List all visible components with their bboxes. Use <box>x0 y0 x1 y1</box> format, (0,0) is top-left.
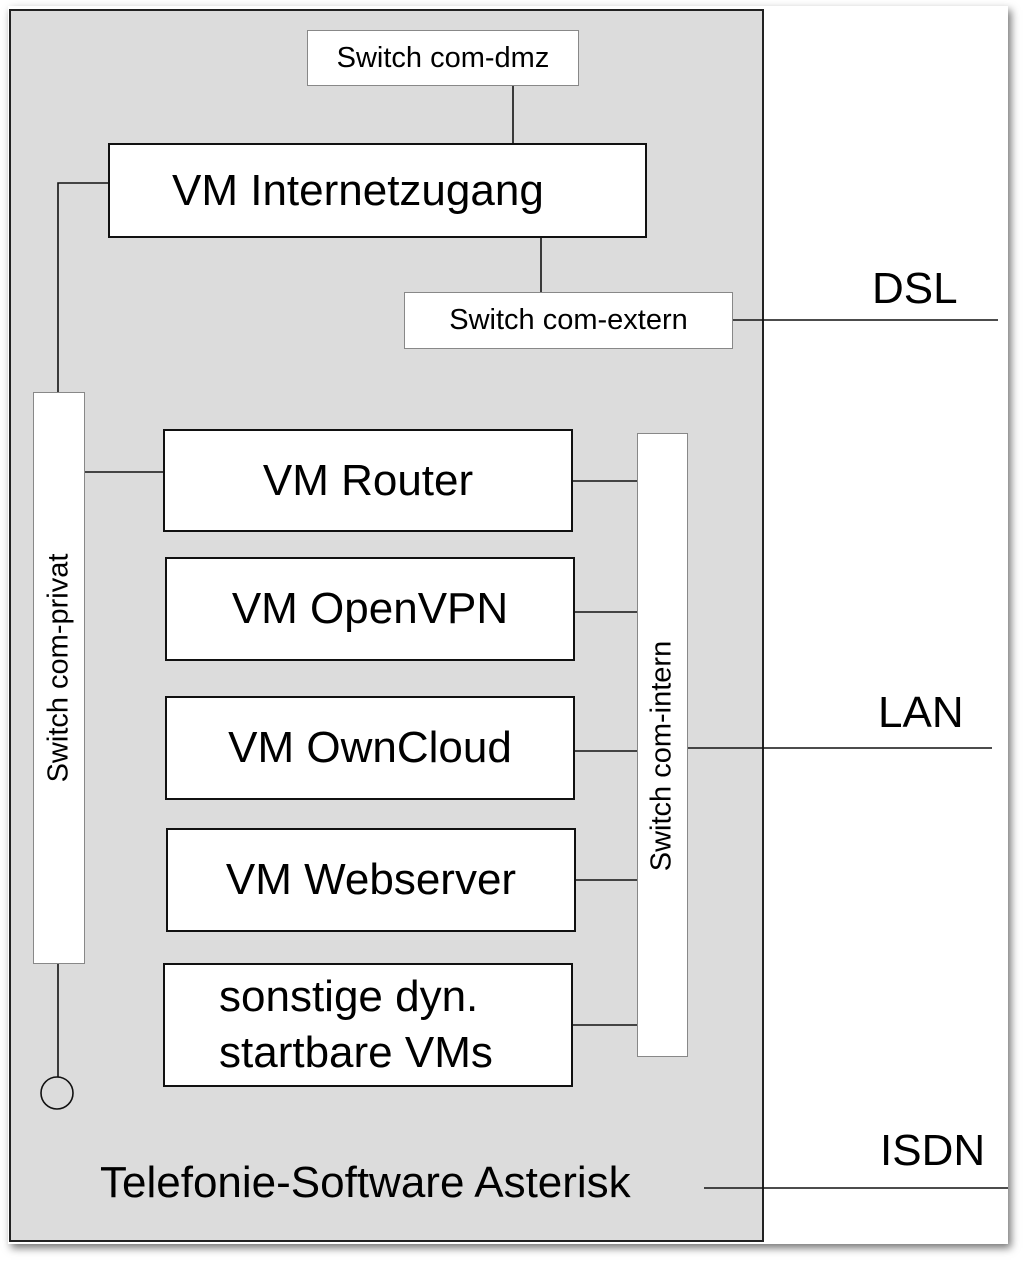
vm-openvpn: VM OpenVPN <box>165 557 575 661</box>
line-internet-privat <box>57 182 108 392</box>
switch-com-extern: Switch com-extern <box>404 292 733 349</box>
switch-com-dmz-label: Switch com-dmz <box>336 41 550 74</box>
vm-internetzugang: VM Internetzugang <box>108 143 647 238</box>
switch-com-intern-label: Switch com-intern <box>645 640 678 872</box>
switch-com-extern-label: Switch com-extern <box>449 304 688 336</box>
switch-com-intern <box>637 433 688 1057</box>
vm-sonstige-label-line1: sonstige dyn. <box>219 972 479 1021</box>
asterisk-label: Telefonie-Software Asterisk <box>100 1158 631 1207</box>
isdn-label: ISDN <box>880 1126 986 1175</box>
switch-com-privat <box>33 392 85 964</box>
vm-sonstige-label-line2: startbare VMs <box>219 1028 493 1077</box>
switch-com-dmz: Switch com-dmz <box>307 30 579 86</box>
vm-router-label: VM Router <box>262 455 474 505</box>
vm-webserver-label: VM Webserver <box>225 855 517 904</box>
vm-internetzugang-label: VM Internetzugang <box>172 165 544 215</box>
vm-webserver: VM Webserver <box>166 828 576 932</box>
vm-owncloud: VM OwnCloud <box>165 696 575 800</box>
dsl-label: DSL <box>872 264 958 313</box>
lan-label: LAN <box>878 688 964 737</box>
switch-com-privat-label: Switch com-privat <box>42 553 75 783</box>
terminal-circle <box>40 1076 74 1110</box>
vm-owncloud-label: VM OwnCloud <box>228 723 512 772</box>
vm-sonstige: sonstige dyn. startbare VMs <box>163 963 573 1087</box>
vm-router: VM Router <box>163 429 573 532</box>
vm-openvpn-label: VM OpenVPN <box>231 584 509 633</box>
